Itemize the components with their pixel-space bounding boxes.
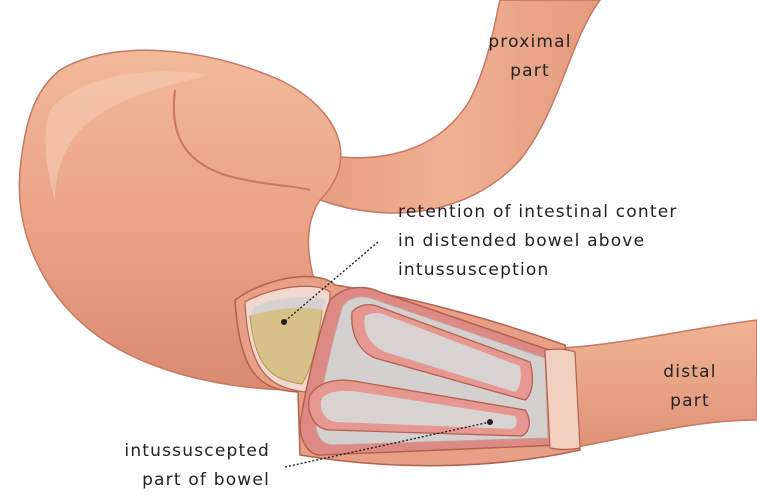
label-intussuscepted-line-1: intussuscepted [60, 437, 270, 466]
label-proximal-line-2: part [470, 57, 590, 86]
label-intussuscepted-line-2: part of bowel [60, 466, 270, 495]
label-proximal-line-1: proximal [470, 28, 590, 57]
label-retention-line-2: in distended bowel above [398, 227, 750, 256]
distal-cut-end [545, 349, 580, 449]
label-retention-line-3: intussusception [398, 256, 750, 285]
label-distal-line-2: part [640, 387, 740, 416]
label-distal-line-1: distal [640, 358, 740, 387]
label-retention: retention of intestinal conter in disten… [398, 198, 750, 285]
label-retention-line-1: retention of intestinal conter [398, 198, 750, 227]
label-proximal-part: proximal part [470, 28, 590, 86]
label-distal-part: distal part [640, 358, 740, 416]
label-intussuscepted-part: intussuscepted part of bowel [60, 437, 270, 495]
